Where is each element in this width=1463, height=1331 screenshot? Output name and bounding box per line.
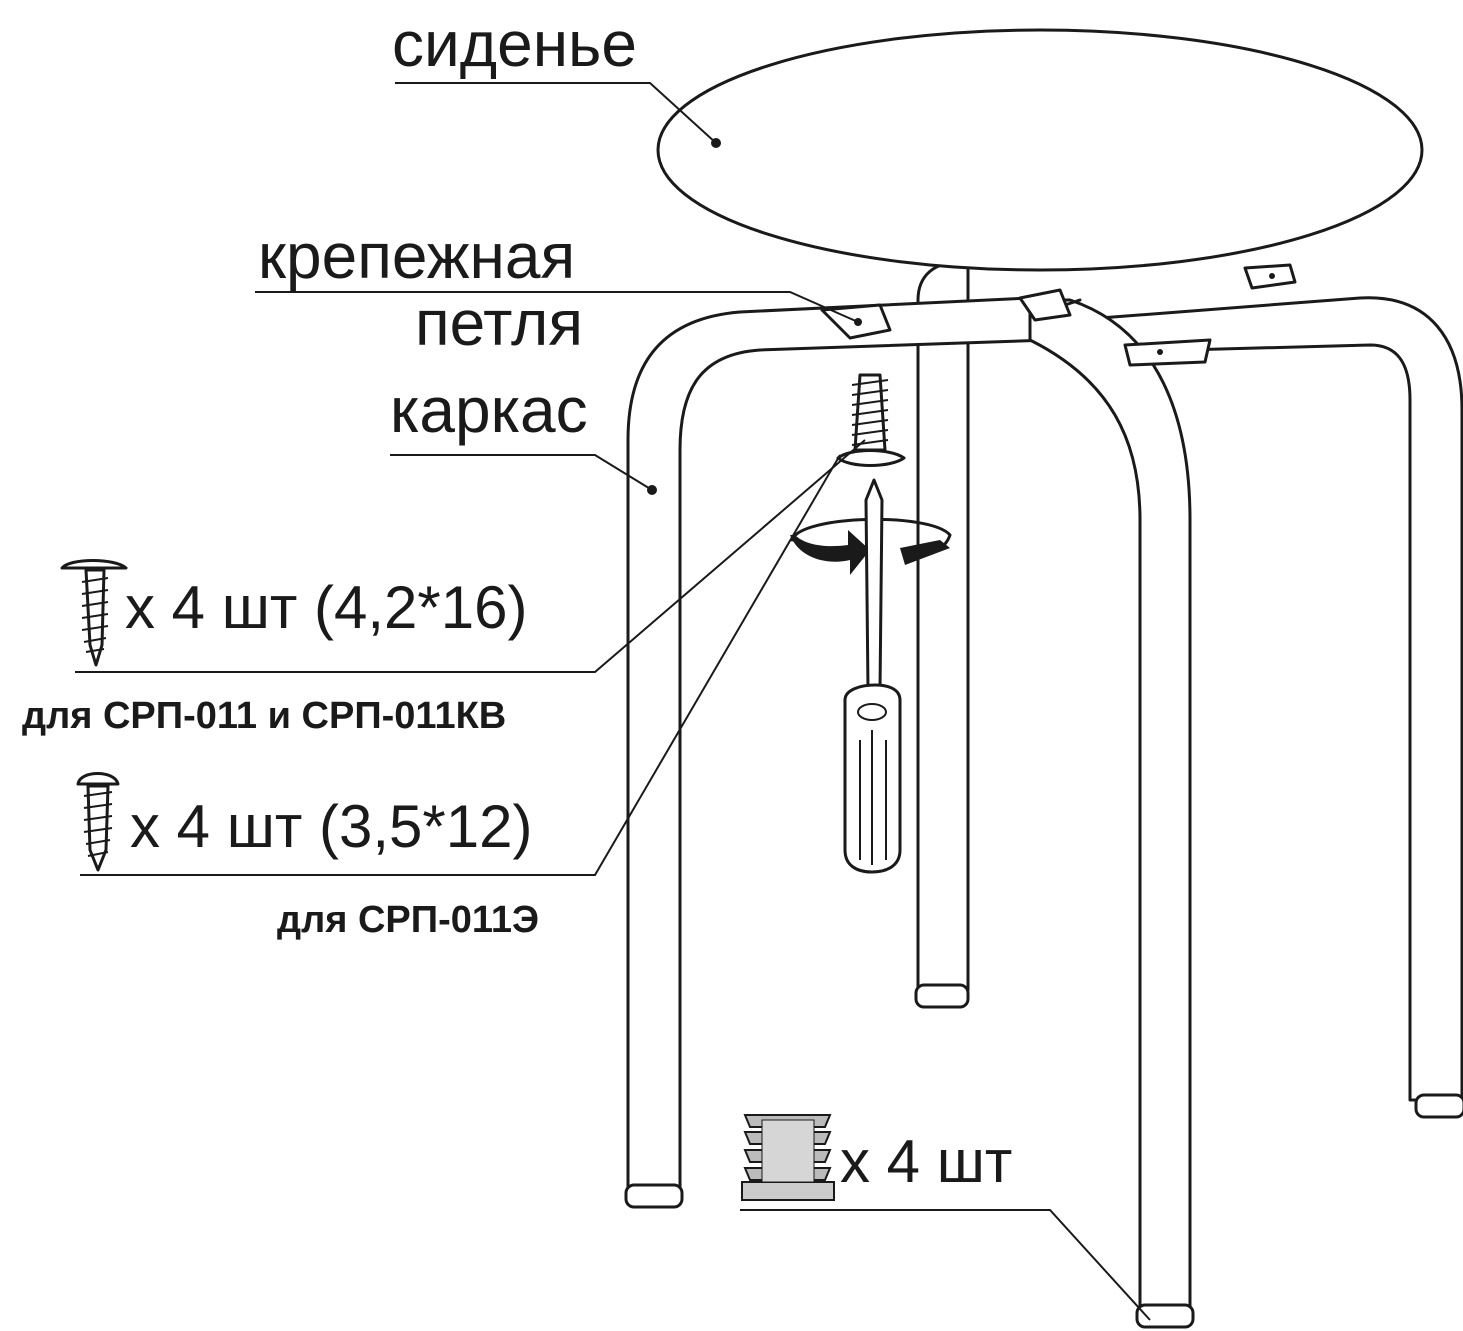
label-bracket-line1: крепежная (258, 220, 575, 292)
screwdriver-icon (843, 478, 902, 874)
label-frame: каркас (390, 374, 588, 446)
screw-icon (836, 373, 906, 467)
label-bracket-line2: петля (415, 287, 583, 359)
screw-long-note: для СРП-011 и СРП-011КВ (22, 695, 506, 737)
seat-ellipse (656, 28, 1424, 272)
screw-long-icon (60, 559, 128, 667)
back-leg (914, 260, 970, 1009)
leader-lines (75, 82, 1151, 1321)
rotation-arrow-icon (790, 517, 952, 575)
screw-long-quantity: x 4 шт (4,2*16) (125, 574, 527, 641)
frame-legs (624, 296, 1463, 1329)
leg-cap-icon (741, 1114, 835, 1201)
screw-short-quantity: x 4 шт (3,5*12) (130, 793, 532, 860)
screw-short-icon (76, 772, 120, 872)
screw-short-note: для СРП-011Э (277, 899, 539, 941)
label-seat: сиденье (392, 8, 637, 80)
caps-quantity: x 4 шт (840, 1128, 1012, 1195)
